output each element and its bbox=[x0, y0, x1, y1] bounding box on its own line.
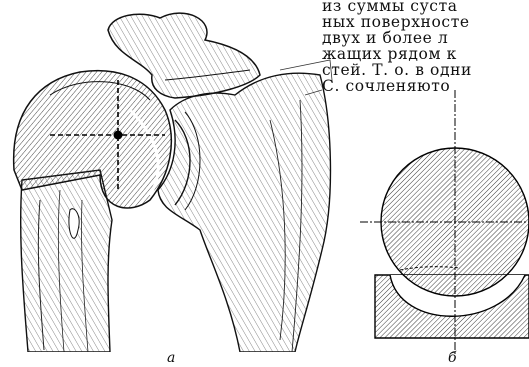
figure-b-caption: б bbox=[448, 350, 457, 366]
figure-a-caption: а bbox=[167, 350, 175, 366]
text-line: жащих рядом к bbox=[322, 46, 529, 62]
shoulder-joint-illustration bbox=[0, 0, 335, 352]
text-line: ных поверхносте bbox=[322, 14, 529, 30]
text-line: стей. Т. о. в одни bbox=[322, 62, 529, 78]
text-line: двух и более л bbox=[322, 30, 529, 46]
body-text: из суммы суста ных поверхносте двух и бо… bbox=[322, 0, 529, 94]
ball-socket-diagram bbox=[360, 90, 529, 355]
text-line: из суммы суста bbox=[322, 0, 529, 14]
